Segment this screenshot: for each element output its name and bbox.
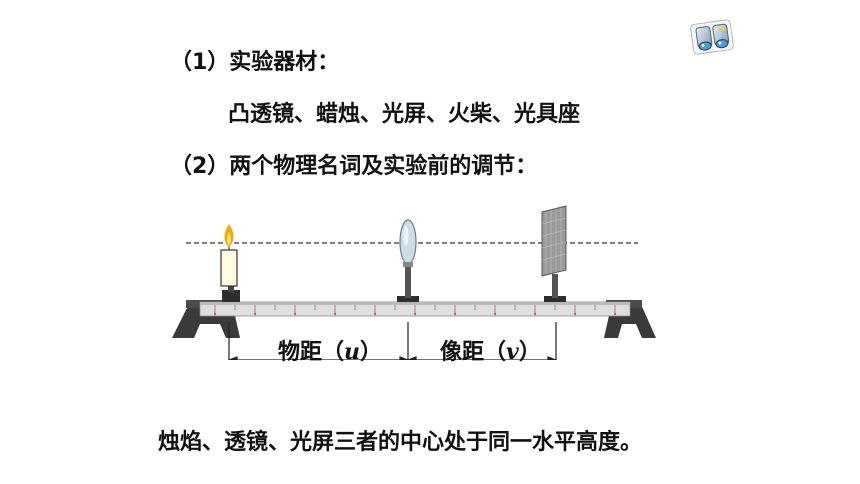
candle (220, 224, 240, 302)
image-distance-bracket (406, 322, 558, 360)
object-distance-bracket (227, 322, 410, 360)
terms-heading: （2）两个物理名词及实验前的调节： (170, 154, 538, 179)
binoculars-icon[interactable] (688, 14, 738, 58)
object-distance-label: 物距（u） (278, 339, 383, 365)
light-screen (541, 205, 567, 302)
equipment-heading: （1）实验器材： (170, 50, 340, 75)
image-distance-label: 像距（v） (440, 339, 541, 365)
conclusion-text: 烛焰、透镜、光屏三者的中心处于同一水平高度。 (158, 430, 643, 455)
rail-tick-marks (214, 313, 616, 315)
convex-lens (397, 219, 419, 302)
optical-bench-diagram (172, 205, 656, 360)
equipment-list: 凸透镜、蜡烛、光屏、火柴、光具座 (228, 102, 581, 127)
rail-ticks (214, 305, 616, 313)
